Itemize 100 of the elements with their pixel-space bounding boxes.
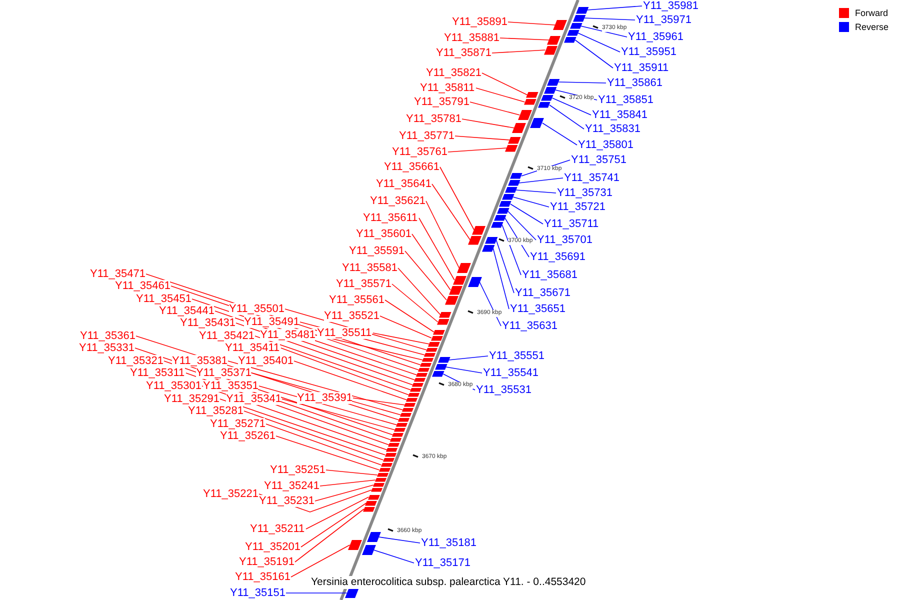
leader-line bbox=[502, 224, 522, 276]
gene-label: Y11_35361 bbox=[80, 330, 136, 342]
legend-label: Reverse bbox=[855, 22, 889, 32]
gene-label: Y11_35151 bbox=[230, 587, 286, 599]
legend-label: Forward bbox=[855, 8, 888, 18]
gene-block bbox=[457, 263, 472, 273]
gene-block bbox=[398, 418, 410, 422]
gene-label: Y11_35231 bbox=[259, 495, 314, 507]
gene-block bbox=[416, 373, 428, 377]
gene-label: Y11_35551 bbox=[489, 350, 544, 362]
gene-label: Y11_35821 bbox=[426, 67, 482, 79]
gene-block bbox=[396, 423, 408, 427]
gene-block bbox=[472, 226, 486, 234]
gene-block bbox=[448, 286, 462, 294]
leader-line bbox=[518, 178, 564, 184]
leader-line bbox=[470, 102, 520, 116]
gene-block bbox=[547, 78, 560, 86]
gene-label: Y11_35491 bbox=[244, 316, 300, 328]
gene-label: Y11_35301 bbox=[146, 380, 202, 392]
gene-block bbox=[372, 483, 384, 487]
leader-line bbox=[552, 98, 592, 116]
gene-label: Y11_35911 bbox=[614, 62, 669, 74]
gene-block bbox=[374, 478, 386, 482]
gene-label: Y11_35541 bbox=[483, 367, 538, 379]
leader-line bbox=[440, 166, 475, 230]
gene-block bbox=[482, 244, 494, 252]
gene-block bbox=[418, 368, 430, 372]
leader-line bbox=[412, 234, 451, 290]
gene-label: Y11_35831 bbox=[585, 123, 640, 135]
gene-label: Y11_35841 bbox=[592, 109, 648, 121]
gene-block bbox=[428, 342, 440, 346]
leader-line bbox=[254, 336, 412, 390]
gene-label: Y11_35591 bbox=[349, 245, 404, 257]
gene-block bbox=[392, 433, 404, 437]
leader-line bbox=[508, 22, 556, 26]
gene-label: Y11_35311 bbox=[130, 367, 185, 379]
gene-block bbox=[576, 6, 588, 14]
leader-line bbox=[320, 480, 376, 486]
gene-block bbox=[376, 473, 388, 477]
gene-block bbox=[368, 494, 380, 500]
gene-label: Y11_35531 bbox=[476, 384, 532, 396]
gene-label: Y11_35371 bbox=[196, 367, 252, 379]
leader-line bbox=[316, 334, 424, 360]
leader-line bbox=[378, 536, 420, 544]
gene-label: Y11_35331 bbox=[79, 342, 134, 354]
gene-block bbox=[496, 208, 509, 214]
leader-line bbox=[398, 268, 441, 316]
leader-line bbox=[282, 398, 396, 430]
gene-label: Y11_35391 bbox=[297, 392, 352, 404]
leader-line bbox=[294, 360, 408, 400]
leader-line bbox=[542, 122, 578, 146]
gene-block bbox=[444, 296, 458, 304]
gene-label: Y11_35171 bbox=[415, 557, 470, 569]
leader-line bbox=[492, 248, 510, 310]
gene-label: Y11_35211 bbox=[250, 523, 305, 535]
leader-line bbox=[380, 316, 432, 338]
gene-label: Y11_35741 bbox=[564, 172, 620, 184]
gene-label: Y11_35891 bbox=[452, 16, 508, 28]
gene-block bbox=[508, 136, 522, 144]
leader-line bbox=[404, 250, 447, 300]
gene-block bbox=[362, 545, 376, 555]
gene-label: Y11_35851 bbox=[598, 94, 654, 106]
gene-label: Y11_35771 bbox=[399, 130, 454, 142]
gene-label: Y11_35961 bbox=[628, 31, 684, 43]
gene-label: Y11_35601 bbox=[356, 228, 412, 240]
gene-label: Y11_35731 bbox=[557, 187, 612, 199]
gene-block bbox=[404, 403, 416, 407]
leader-line bbox=[290, 544, 350, 578]
gene-block bbox=[436, 319, 449, 325]
gene-block bbox=[518, 110, 532, 120]
gene-block bbox=[570, 23, 582, 29]
gene-block bbox=[430, 336, 442, 340]
gene-label: Y11_35381 bbox=[172, 355, 228, 367]
gene-block bbox=[426, 348, 438, 352]
gene-label: Y11_35581 bbox=[342, 262, 398, 274]
leader-line bbox=[392, 284, 438, 322]
gene-label: Y11_35291 bbox=[164, 393, 220, 405]
leader-line bbox=[280, 348, 410, 396]
leader-line bbox=[549, 104, 584, 130]
leader-line bbox=[574, 40, 614, 68]
gene-label: Y11_35681 bbox=[522, 269, 578, 281]
gene-label: Y11_35751 bbox=[571, 154, 626, 166]
gene-block bbox=[566, 30, 580, 36]
gene-label: Y11_35671 bbox=[515, 287, 570, 299]
leader-line bbox=[432, 184, 471, 240]
gene-label: Y11_35441 bbox=[159, 305, 214, 317]
gene-label: Y11_35481 bbox=[260, 329, 316, 341]
gene-block bbox=[414, 378, 426, 382]
gene-label: Y11_35511 bbox=[317, 327, 372, 339]
gene-label: Y11_35181 bbox=[421, 537, 476, 549]
gene-block bbox=[382, 458, 394, 462]
leader-line bbox=[584, 18, 636, 20]
gene-block bbox=[468, 236, 482, 244]
gene-label: Y11_35691 bbox=[530, 251, 586, 263]
leader-line bbox=[384, 300, 434, 332]
gene-label: Y11_35701 bbox=[537, 234, 592, 246]
gene-label: Y11_35521 bbox=[324, 310, 380, 322]
gene-label: Y11_35721 bbox=[550, 201, 606, 213]
gene-label: Y11_35321 bbox=[108, 355, 164, 367]
gene-block bbox=[362, 506, 375, 512]
